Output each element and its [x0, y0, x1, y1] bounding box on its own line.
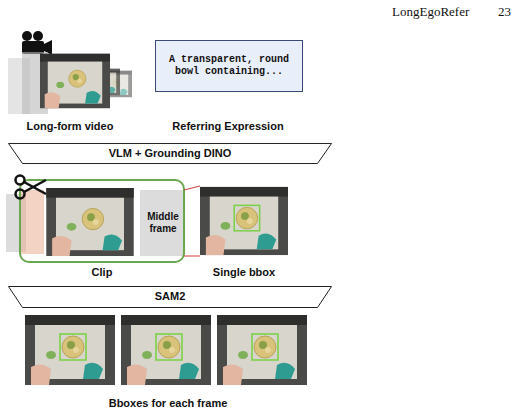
caption: Clip: [92, 266, 113, 278]
expression-box: A transparent, round bowl containing...: [155, 40, 303, 92]
caption: Referring Expression: [172, 120, 283, 132]
caption: Bboxes for each frame: [109, 397, 228, 409]
process-band: SAM2: [8, 286, 332, 308]
process-band: VLM + Grounding DINO: [8, 143, 332, 164]
node-text: A transparent, round bowl containing...: [162, 54, 296, 79]
caption: Single bbox: [213, 266, 275, 278]
page-header: LongEgoRefer: [392, 4, 469, 20]
node-text: VLM + Grounding DINO: [109, 147, 232, 161]
caption: Long-form video: [27, 120, 114, 132]
node-text: Middle frame: [142, 211, 184, 236]
node-text: SAM2: [155, 290, 186, 304]
page-number: 23: [498, 4, 511, 20]
middle-frame: Middle frame: [140, 192, 186, 254]
